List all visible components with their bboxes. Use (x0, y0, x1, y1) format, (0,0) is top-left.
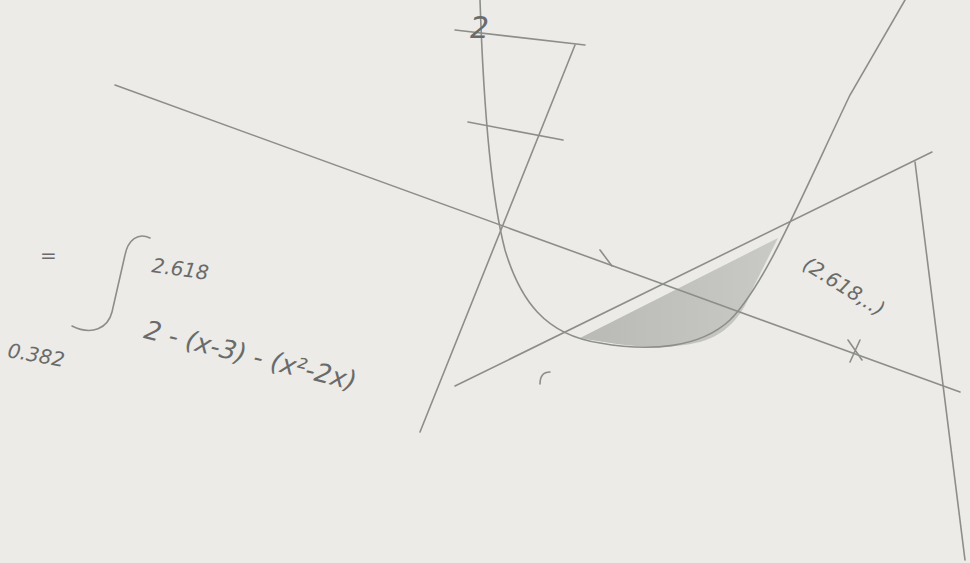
handwritten-note: (2.618,..) (799, 252, 890, 321)
tick-mark (468, 122, 563, 140)
handwritten-note: 2 (470, 10, 489, 45)
y-axis (420, 45, 575, 432)
line (915, 162, 965, 560)
handwritten-note: 2.618 (150, 253, 210, 285)
shaded-region (580, 238, 778, 347)
tick-mark (600, 250, 612, 266)
integral-sign (72, 236, 150, 330)
handwritten-note: 0.382 (6, 338, 67, 372)
cross-mark (848, 340, 862, 362)
handwritten-note: 2 - (x-3) - (x²-2x) (141, 315, 359, 397)
line (455, 152, 932, 386)
handwritten-note: = (40, 243, 57, 267)
parabola (480, 0, 905, 347)
pencil-mark (540, 372, 550, 384)
